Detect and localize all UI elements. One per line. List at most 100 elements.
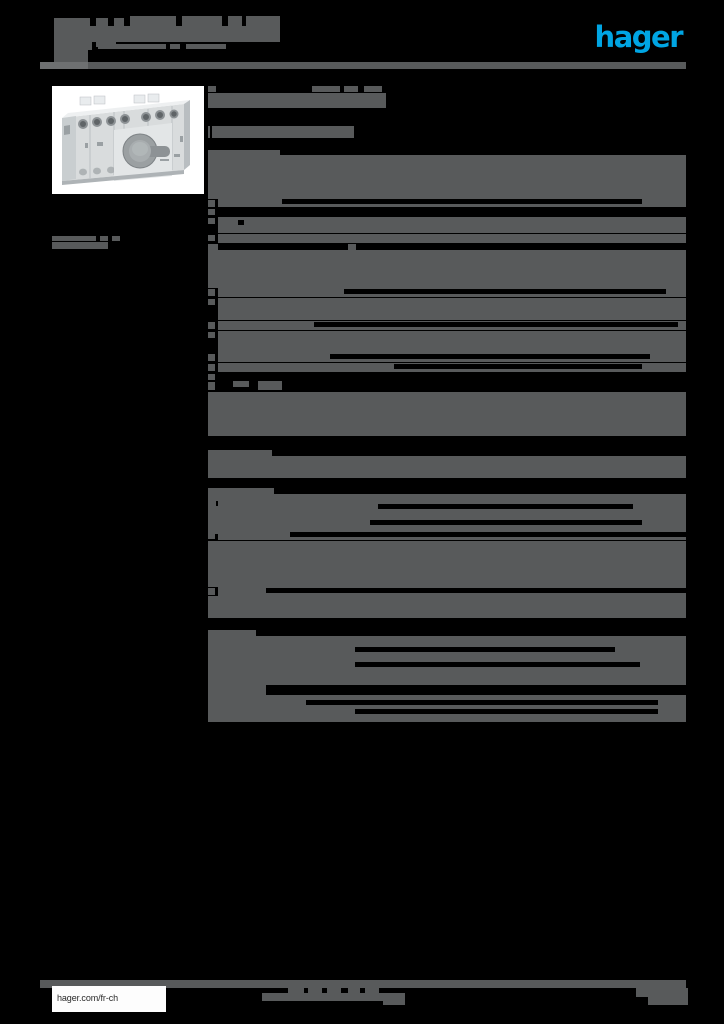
section-4-cut-1 xyxy=(355,647,615,652)
section-3-heading xyxy=(208,488,274,494)
section-1-cut-7 xyxy=(314,322,678,327)
header-title-line1-a xyxy=(54,18,90,26)
section-4-cut-6 xyxy=(355,709,658,714)
content-subtitle xyxy=(212,126,354,138)
section-1-row-label-1 xyxy=(208,200,215,207)
section-1-body xyxy=(208,244,686,288)
section-4-row-label-3 xyxy=(208,657,215,663)
footer-page-number-2 xyxy=(648,997,688,1005)
header-subtitle-c xyxy=(98,44,166,49)
section-1-row-value-6 xyxy=(218,298,686,320)
header-divider-accent xyxy=(40,62,88,69)
section-3-row-label-3 xyxy=(208,513,215,519)
section-4-row-label-6 xyxy=(208,687,215,695)
section-1-row-label-7 xyxy=(208,322,215,329)
section-1-row-value-12a xyxy=(233,381,249,387)
section-4-cut-4 xyxy=(266,685,686,695)
section-4-cut-2 xyxy=(355,662,640,667)
section-1-row-label-12 xyxy=(208,382,215,390)
section-3-body-2 xyxy=(208,541,686,587)
hager-wordmark: hager xyxy=(594,20,684,54)
page-footer: hager.com/fr-ch xyxy=(40,980,688,1012)
section-4-row-label-4 xyxy=(208,666,215,672)
section-3-cut-2 xyxy=(370,520,642,525)
section-1-cut-6 xyxy=(344,289,666,294)
header-title-line1-g xyxy=(246,16,280,26)
section-3-row-label-7 xyxy=(208,588,215,595)
header-subtitle-e xyxy=(186,44,226,49)
hager-tagline xyxy=(566,48,682,53)
content-title-b xyxy=(312,86,340,92)
section-1-row-label-5 xyxy=(208,289,215,296)
header-subtitle-a xyxy=(54,42,92,50)
section-1-row-value-4 xyxy=(218,234,686,243)
header-divider xyxy=(40,62,686,69)
section-3-cut-4 xyxy=(266,588,686,593)
content-title-d xyxy=(364,86,382,92)
header-title-line1-f xyxy=(228,16,242,26)
section-4-heading xyxy=(208,630,256,636)
section-3-body-3 xyxy=(208,596,686,618)
section-2-row-label-2 xyxy=(208,466,215,472)
footer-url-box[interactable]: hager.com/fr-ch xyxy=(52,986,166,1012)
header-title-line1-d xyxy=(130,16,176,26)
header-title-line2 xyxy=(54,26,280,42)
section-3-cut-1 xyxy=(378,504,633,509)
footer-divider xyxy=(40,980,686,988)
section-1-cut-8 xyxy=(330,354,650,359)
section-2-body xyxy=(208,456,686,478)
section-4-row-value-6 xyxy=(228,686,246,693)
section-1-heading xyxy=(208,150,280,155)
section-4-row-label-8 xyxy=(208,707,215,713)
section-1-row-value-8 xyxy=(218,331,686,353)
section-1-row-value-3 xyxy=(218,217,686,233)
header-title-line1-c xyxy=(114,18,124,26)
section-4-cut-5 xyxy=(306,700,658,705)
section-3-gap-1 xyxy=(216,501,218,506)
section-1-row-label-8 xyxy=(208,332,215,338)
section-1-block xyxy=(208,155,686,199)
section-1-row-label-10 xyxy=(208,364,215,371)
content-title-a xyxy=(208,86,216,92)
footer-center-text-f xyxy=(262,993,388,1001)
section-1-row-value-12b xyxy=(258,381,282,390)
footer-center-text-g xyxy=(383,993,405,1005)
left-meta-b xyxy=(100,236,108,241)
section-1-cut-1 xyxy=(282,199,642,204)
section-1-cut-9 xyxy=(394,364,642,369)
section-1-row-label-2 xyxy=(208,209,215,215)
section-3-row-label-5 xyxy=(208,532,215,539)
content-subtitle-dot xyxy=(208,126,210,138)
section-1-cut-5 xyxy=(356,244,686,250)
section-2-heading xyxy=(208,450,272,456)
section-3-row-label-4 xyxy=(208,521,215,527)
content-title-main xyxy=(208,93,386,108)
footer-page-number xyxy=(636,988,688,997)
content-title-c xyxy=(344,86,358,92)
section-1-row-label-11 xyxy=(208,374,215,380)
header-subtitle-d xyxy=(170,44,180,49)
section-4-row-label-7 xyxy=(208,698,215,704)
section-1-row-label-9 xyxy=(208,354,215,361)
section-1-row-label-6 xyxy=(208,299,215,305)
left-meta-d xyxy=(52,242,108,249)
header-title-line1-b xyxy=(96,18,108,26)
section-4-row-label-5 xyxy=(208,675,215,681)
section-1-footer-block xyxy=(208,392,686,436)
left-meta-a xyxy=(52,236,96,241)
header-title-line1-e xyxy=(182,16,222,26)
left-meta-c xyxy=(112,236,120,241)
header-catalog-ref xyxy=(54,50,88,62)
section-3-body-1 xyxy=(208,494,686,534)
section-1-cut-3 xyxy=(238,220,244,225)
section-3-cut-3 xyxy=(290,532,686,537)
footer-url[interactable]: hager.com/fr-ch xyxy=(57,993,119,1003)
section-4-row-label-1 xyxy=(208,638,215,645)
section-3-row-label-2 xyxy=(208,504,215,510)
section-2-row-label-1 xyxy=(208,458,215,464)
switch-disconnector-illustration xyxy=(52,86,204,194)
page-header: hager xyxy=(0,0,724,70)
section-1-row-label-4 xyxy=(208,235,215,241)
section-4-row-label-2 xyxy=(208,648,215,654)
